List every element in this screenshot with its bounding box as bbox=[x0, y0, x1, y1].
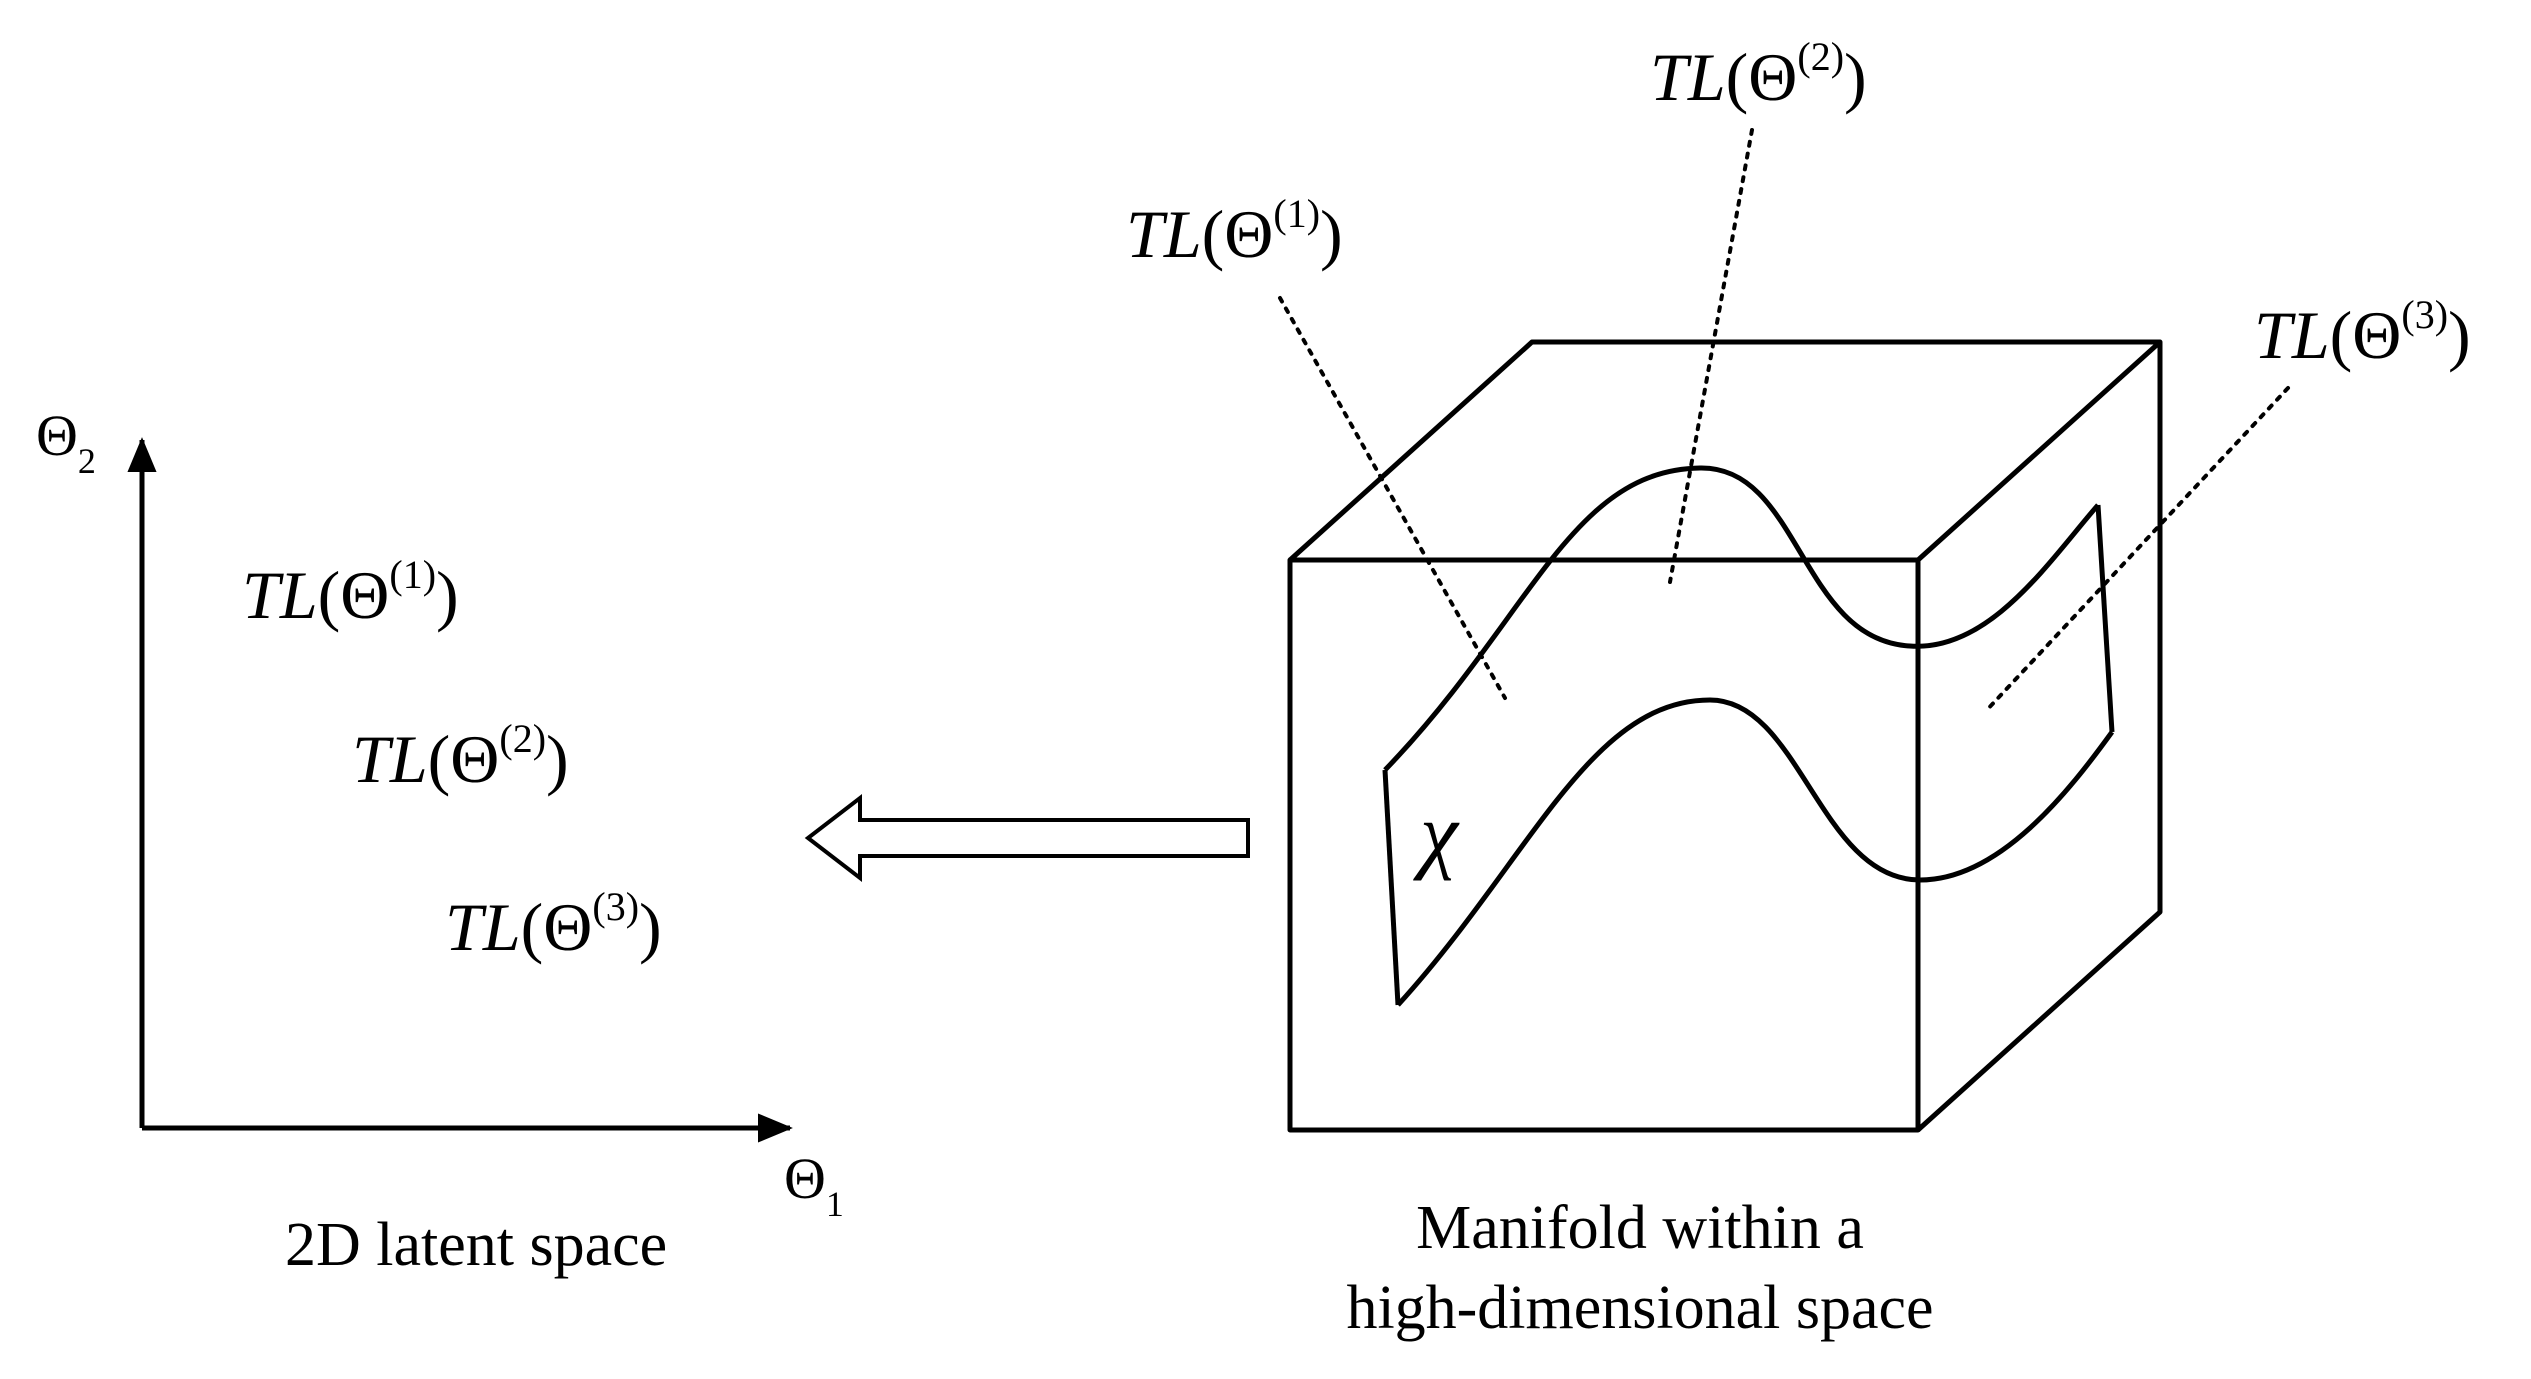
manifold-caption-line1: Manifold within a bbox=[1416, 1194, 1864, 1262]
leader-line-2 bbox=[1668, 128, 1754, 584]
cube bbox=[1287, 339, 2163, 1133]
latent-space-panel: Θ2 Θ1 TL(Θ(1)) TL(Θ(2)) TL(Θ(3)) 2D late… bbox=[36, 403, 844, 1279]
theta2-subscript: 2 bbox=[78, 441, 96, 481]
manifold-label-1: TL(Θ(1)) bbox=[1126, 191, 1343, 272]
latent-space-caption: 2D latent space bbox=[285, 1211, 667, 1279]
manifold-left-edge bbox=[1382, 769, 1401, 1006]
leader-line-1 bbox=[1278, 296, 1507, 700]
manifold-panel: χ TL(Θ(1)) TL(Θ(2)) TL(Θ(3)) Manifold wi… bbox=[1126, 34, 2471, 1342]
cube-top-face bbox=[1288, 339, 2163, 562]
leader-lines bbox=[1278, 128, 2290, 714]
cube-right-face bbox=[1916, 342, 2163, 1132]
mapping-arrow bbox=[804, 793, 1250, 883]
manifold-label-2: TL(Θ(2)) bbox=[1650, 34, 1867, 115]
latent-point-1: TL(Θ(1)) bbox=[242, 552, 459, 633]
manifold-top-edge bbox=[1383, 465, 2100, 772]
manifold-caption-line2: high-dimensional space bbox=[1346, 1274, 1933, 1342]
manifold-bottom-edge bbox=[1396, 697, 2115, 1007]
theta1-symbol: Θ bbox=[784, 1146, 826, 1211]
theta2-symbol: Θ bbox=[36, 403, 78, 468]
manifold-symbol: χ bbox=[1413, 785, 1460, 881]
leader-line-3 bbox=[1983, 386, 2290, 714]
theta2-axis-label: Θ2 bbox=[36, 403, 96, 481]
cube-front-face bbox=[1287, 557, 1921, 1133]
manifold-label-3: TL(Θ(3)) bbox=[2254, 292, 2471, 373]
manifold-surface bbox=[1382, 465, 2115, 1007]
manifold-right-edge bbox=[2095, 504, 2115, 733]
latent-point-2: TL(Θ(2)) bbox=[352, 716, 569, 797]
theta1-subscript: 1 bbox=[826, 1184, 844, 1224]
theta1-axis-label: Θ1 bbox=[784, 1146, 844, 1224]
latent-point-3: TL(Θ(3)) bbox=[445, 884, 662, 965]
